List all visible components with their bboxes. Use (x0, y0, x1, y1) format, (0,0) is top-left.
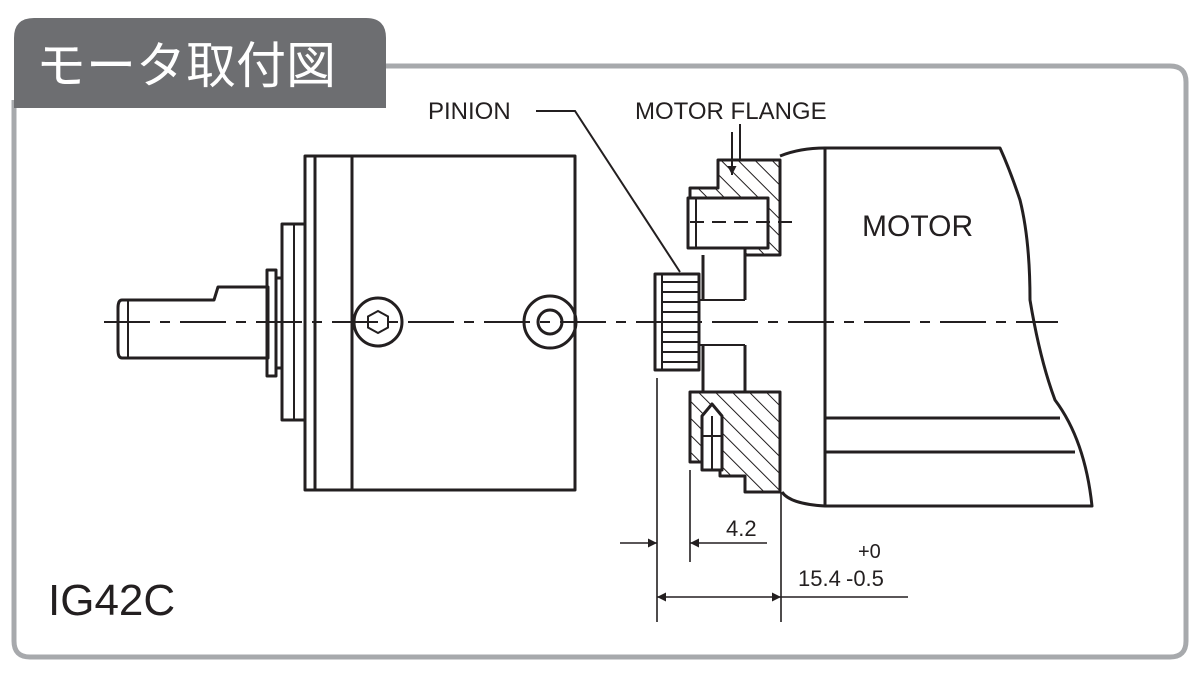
motor (779, 146, 1094, 508)
pinion-label: PINION (428, 98, 511, 125)
pinion-leader (536, 110, 681, 273)
dimension-lines (620, 378, 908, 622)
motor-flange-label: MOTOR FLANGE (635, 98, 827, 125)
model-label: IG42C (48, 576, 175, 625)
page-title: モータ取付図 (36, 38, 336, 94)
dim-flange-length: 15.4 (798, 566, 841, 591)
output-shaft (116, 285, 270, 360)
frame-border (11, 63, 1189, 660)
dim-tolerance-upper: +0 (858, 541, 881, 563)
title-tab: モータ取付図 (14, 18, 386, 108)
motor-label: MOTOR (862, 210, 973, 243)
motor-flange (686, 132, 792, 494)
dim-tolerance-lower: -0.5 (846, 566, 884, 591)
dim-pinion-offset: 4.2 (726, 516, 757, 541)
